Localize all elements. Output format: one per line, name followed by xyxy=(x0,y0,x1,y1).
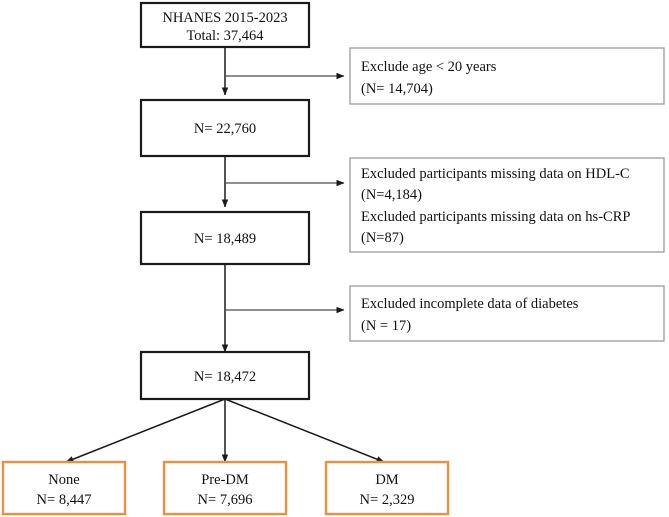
main-box-source-cohort-rect xyxy=(139,1,311,49)
outcome-box-pre-dm-count: N= 7,696 xyxy=(198,492,253,508)
outcome-box-none-label: None xyxy=(48,472,79,488)
main-box-after-age-exclusion: N= 22,760 xyxy=(139,98,311,158)
connector-final-to-none xyxy=(65,398,226,463)
outcome-box-none-rect xyxy=(1,460,127,516)
exclusion-box-diabetes: Excluded incomplete data of diabetes (N … xyxy=(349,285,665,342)
outcome-box-none-count: N= 8,447 xyxy=(37,492,92,508)
main-box-source-cohort-line2: Total: 37,464 xyxy=(186,28,264,44)
outcome-box-dm-count: N= 2,329 xyxy=(360,492,415,508)
main-box-after-lab-exclusion: N= 18,489 xyxy=(139,210,311,266)
main-box-after-age-exclusion-line1: N= 22,760 xyxy=(194,121,256,137)
main-box-final-sample-rect xyxy=(139,350,311,401)
main-box-final-sample: N= 18,472 xyxy=(139,350,311,401)
outcome-box-pre-dm: Pre-DM N= 7,696 xyxy=(162,460,288,516)
connector-final-to-dm xyxy=(224,398,385,463)
exclusion-box-missing-labs-line2: (N=4,184) xyxy=(361,187,422,203)
exclusion-box-age-line1: Exclude age < 20 years xyxy=(361,59,497,75)
exclusion-box-age-rect xyxy=(349,47,665,105)
outcome-box-dm-label: DM xyxy=(375,472,398,488)
main-box-source-cohort: NHANES 2015-2023 Total: 37,464 xyxy=(139,1,311,49)
main-box-source-cohort-line1: NHANES 2015-2023 xyxy=(162,10,287,26)
exclusion-box-missing-labs-line4: (N=87) xyxy=(361,230,404,246)
exclusion-box-missing-labs-line1: Excluded participants missing data on HD… xyxy=(361,166,630,182)
exclusion-box-missing-labs-line3: Excluded participants missing data on hs… xyxy=(361,209,630,225)
main-box-after-age-exclusion-rect xyxy=(139,98,311,158)
outcome-box-dm-rect xyxy=(324,460,450,516)
outcome-box-none: None N= 8,447 xyxy=(1,460,127,516)
exclusion-box-missing-labs-rect xyxy=(349,157,665,253)
outcome-box-pre-dm-label: Pre-DM xyxy=(201,472,249,488)
main-box-after-lab-exclusion-rect xyxy=(139,210,311,266)
outcome-box-dm: DM N= 2,329 xyxy=(324,460,450,516)
main-box-after-lab-exclusion-line1: N= 18,489 xyxy=(194,231,256,247)
exclusion-box-diabetes-rect xyxy=(349,285,665,342)
exclusion-box-diabetes-line1: Excluded incomplete data of diabetes xyxy=(361,296,579,312)
main-box-final-sample-line1: N= 18,472 xyxy=(194,369,256,385)
exclusion-box-diabetes-line2: (N = 17) xyxy=(361,318,411,334)
exclusion-box-age: Exclude age < 20 years (N= 14,704) xyxy=(349,47,665,105)
outcome-box-pre-dm-rect xyxy=(162,460,288,516)
exclusion-box-missing-labs: Excluded participants missing data on HD… xyxy=(349,157,665,253)
exclusion-box-age-line2: (N= 14,704) xyxy=(361,81,433,97)
